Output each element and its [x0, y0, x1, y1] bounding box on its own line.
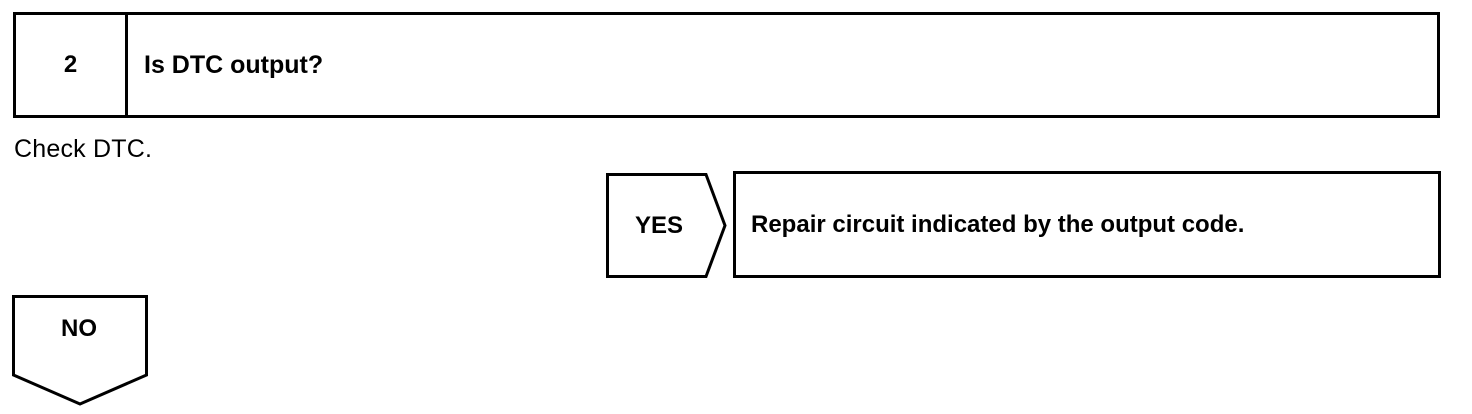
step-header: 2 Is DTC output? — [13, 12, 1440, 118]
down-arrow-shape-icon — [12, 295, 148, 406]
instruction-text: Check DTC. — [14, 135, 153, 163]
step-number: 2 — [16, 15, 128, 115]
yes-arrow-box: YES — [606, 173, 728, 278]
step-question: Is DTC output? — [144, 50, 324, 79]
right-arrow-shape-icon — [606, 173, 727, 278]
no-arrow-box: NO — [12, 295, 150, 407]
yes-result-box: Repair circuit indicated by the output c… — [733, 171, 1441, 278]
no-label: NO — [61, 315, 97, 342]
yes-label: YES — [634, 211, 684, 239]
